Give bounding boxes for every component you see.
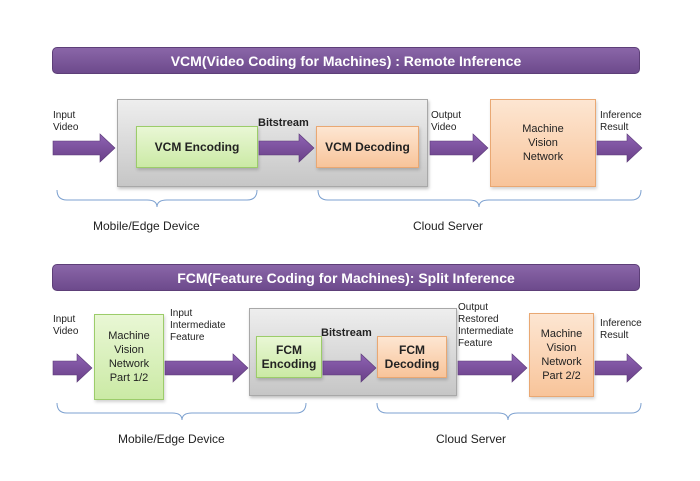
fcm-title: FCM(Feature Coding for Machines): Split … [177, 269, 515, 286]
vcm-result-arrow [596, 133, 643, 163]
fcm-mvn-part2-box: Machine Vision Network Part 2/2 [529, 313, 594, 397]
fcm-title-banner: FCM(Feature Coding for Machines): Split … [52, 264, 640, 291]
fcm-server-brace [376, 402, 642, 421]
vcm-machine-vision-network-box: Machine Vision Network [490, 99, 596, 187]
vcm-mvn-label: Machine Vision Network [522, 123, 564, 163]
fcm-mvn-part1-box: Machine Vision Network Part 1/2 [94, 314, 164, 400]
vcm-result-label: Inference Result [600, 110, 642, 133]
vcm-decoding-box: VCM Decoding [316, 126, 419, 168]
fcm-encoding-label: FCM Encoding [261, 343, 317, 371]
fcm-input-arrow [52, 353, 93, 383]
fcm-decoding-box: FCM Decoding [377, 336, 447, 378]
vcm-encoding-box: VCM Encoding [136, 126, 258, 168]
fcm-encoding-box: FCM Encoding [256, 336, 322, 378]
vcm-title: VCM(Video Coding for Machines) : Remote … [170, 52, 522, 69]
vcm-input-arrow [52, 133, 116, 163]
fcm-restored-label: Output Restored Intermediate Feature [458, 302, 514, 349]
vcm-output-label: Output Video [431, 110, 462, 133]
fcm-input-label: Input Video [53, 314, 79, 337]
vcm-encoding-label: VCM Encoding [154, 140, 240, 154]
fcm-result-label: Inference Result [600, 318, 642, 341]
fcm-bitstream-label: Bitstream [321, 327, 372, 339]
fcm-device-brace [56, 402, 307, 421]
fcm-device-caption: Mobile/Edge Device [118, 432, 225, 446]
fcm-server-caption: Cloud Server [436, 432, 507, 446]
vcm-bitstream-arrow [258, 133, 315, 163]
vcm-title-banner: VCM(Video Coding for Machines) : Remote … [52, 47, 640, 74]
fcm-intermediate-arrow [164, 353, 249, 383]
vcm-device-caption: Mobile/Edge Device [93, 219, 200, 233]
fcm-result-arrow [594, 353, 643, 383]
vcm-decoding-label: VCM Decoding [325, 140, 410, 154]
vcm-server-caption: Cloud Server [413, 219, 484, 233]
vcm-server-brace [317, 189, 642, 208]
fcm-restored-arrow [457, 353, 528, 383]
fcm-intermediate-label: Input Intermediate Feature [170, 308, 226, 343]
vcm-device-brace [56, 189, 258, 208]
fcm-mvn-part2-label: Machine Vision Network Part 2/2 [540, 328, 583, 382]
fcm-mvn-part1-label: Machine Vision Network Part 1/2 [108, 330, 150, 384]
vcm-input-label: Input Video [53, 110, 79, 133]
fcm-decoding-label: FCM Decoding [384, 343, 440, 371]
vcm-output-arrow [429, 133, 489, 163]
fcm-bitstream-arrow [322, 353, 377, 383]
vcm-bitstream-label: Bitstream [258, 117, 309, 129]
